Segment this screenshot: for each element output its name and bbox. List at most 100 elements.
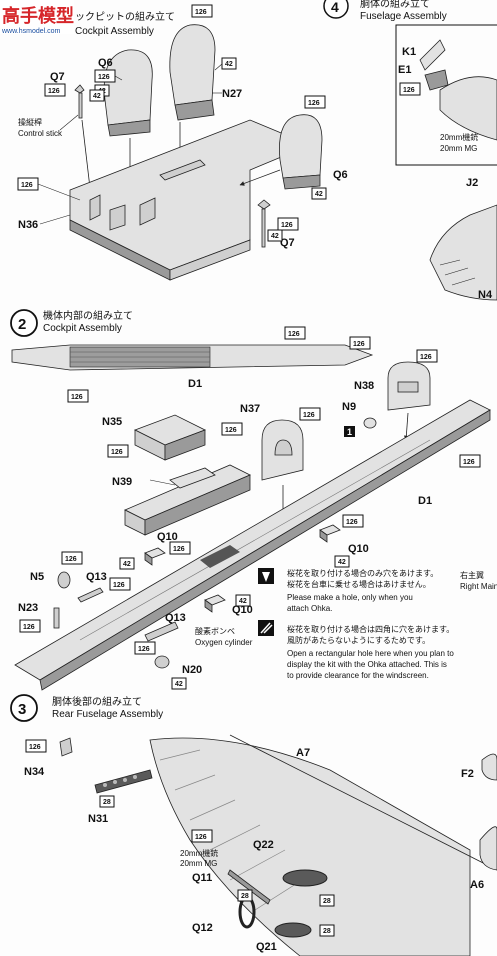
seat-q6 [103,49,153,137]
svg-text:126: 126 [71,394,83,401]
badge-42-q7b: 42 [267,229,283,242]
badge-126-d1-c: 126 [349,336,371,350]
badge-126-q13: 126 [109,577,131,591]
watermark-text: 高手模型 [2,5,74,26]
label-n20: N20 [182,664,202,676]
svg-text:126: 126 [288,331,300,338]
badge-42-q7: 42 [89,89,105,102]
svg-text:42: 42 [175,681,183,688]
svg-text:126: 126 [195,834,207,841]
badge-126-q7b: 126 [277,217,299,231]
badge-126-d1-a: 126 [67,389,89,403]
step2-title-en: Cockpit Assembly [43,323,122,334]
badge-126-n36: 126 [17,177,39,191]
svg-text:126: 126 [21,182,33,189]
marker-1: 1 [344,426,355,437]
label-f2: F2 [461,768,474,780]
watermark-logo: 高手模型 www.hsmodel.com [0,0,74,35]
badge-28-n31: 28 [99,795,115,808]
badge-42-q6b: 42 [311,187,327,200]
frame-d1-side [11,344,374,371]
badge-126-n5: 126 [61,551,83,565]
label-q13: Q13 [86,571,107,583]
svg-text:4: 4 [331,0,339,15]
watermark-sub: www.hsmodel.com [1,28,61,35]
svg-text:126: 126 [353,341,365,348]
svg-text:126: 126 [225,427,237,434]
label-n39: N39 [112,476,132,488]
badge-126-n23: 126 [19,619,41,633]
svg-text:126: 126 [403,87,415,94]
svg-text:28: 28 [103,799,111,806]
part-q21 [274,922,312,938]
label-a6: A6 [470,879,484,891]
note-ohka-jp-2: 桜花を台車に乗せる場合はあけません。 [287,579,431,589]
svg-text:126: 126 [29,744,41,751]
label-n9: N9 [342,401,356,413]
oxygen-jp: 酸素ボンベ [195,626,235,636]
svg-text:126: 126 [23,624,35,631]
note-ohka-en-1: Please make a hole, only when you [287,593,413,602]
badge-126-d1-b: 126 [284,326,306,340]
svg-text:126: 126 [98,74,110,81]
control-stick-q7-right [257,199,271,248]
part-q10-a [144,547,166,566]
step1-title-jp: ックピットの組み立て [75,10,175,23]
step4-title-en: Fuselage Assembly [360,11,447,22]
bulkhead-n37 [261,419,304,481]
label-n23: N23 [18,602,38,614]
control-stick-q7 [74,84,85,119]
svg-text:1: 1 [347,427,352,437]
label-q6: Q6 [98,57,113,69]
step4-mg-jp: 20mm機銃 [440,132,478,142]
badge-42-n27: 42 [221,57,237,70]
label-a7: A7 [296,747,310,759]
step4-title-jp: 胴体の組み立て [360,0,430,10]
svg-text:42: 42 [271,233,279,240]
part-n35 [134,414,206,461]
label-q7: Q7 [50,71,65,83]
label-e1: E1 [398,64,411,76]
note-ohka-jp-1: 桜花を取り付ける場合のみ穴をあけます。 [287,568,438,578]
badge-42-q10c: 42 [235,594,251,607]
badge-42-q10b: 42 [334,555,350,568]
label-q13b: Q13 [165,612,186,624]
badge-126-n35: 126 [107,444,129,458]
label-q21: Q21 [256,941,277,953]
floor-d1 [14,399,491,691]
badge-126-n38: 126 [416,349,438,363]
control-stick-jp: 操縦桿 [18,117,42,127]
label-q11: Q11 [192,872,212,884]
badge-126-q6b: 126 [304,95,326,109]
seat-q6-right [279,114,323,190]
svg-text:126: 126 [65,556,77,563]
label-n4: N4 [478,289,493,301]
step3-number: 3 [18,701,26,718]
svg-text:126: 126 [463,459,475,466]
ammo-chute-n31 [94,769,153,794]
step1-header: ックピットの組み立て Cockpit Assembly [75,10,175,37]
note-cut-icon [258,620,274,636]
note-drill-icon [258,568,274,584]
svg-text:126: 126 [303,412,315,419]
label-q12: Q12 [192,922,213,934]
step4-mg-en: 20mm MG [440,144,477,153]
svg-text:42: 42 [338,559,346,566]
part-n5 [57,571,71,589]
label-q10: Q10 [157,531,178,543]
step1-title-en: Cockpit Assembly [75,26,154,37]
badge-126-n37: 126 [299,407,321,421]
svg-text:126: 126 [48,88,60,95]
right-wing-en: Right Main [460,582,497,591]
label-n31: N31 [88,813,108,825]
arrow-q7-down [81,119,92,189]
part-n9 [363,417,377,429]
svg-text:28: 28 [241,893,249,900]
cockpit-floor-n36 [69,119,312,281]
label-q10b: Q10 [348,543,369,555]
svg-text:126: 126 [111,449,123,456]
oxygen-en: Oxygen cylinder [195,638,253,647]
svg-text:42: 42 [123,561,131,568]
part-n34 [59,737,73,757]
